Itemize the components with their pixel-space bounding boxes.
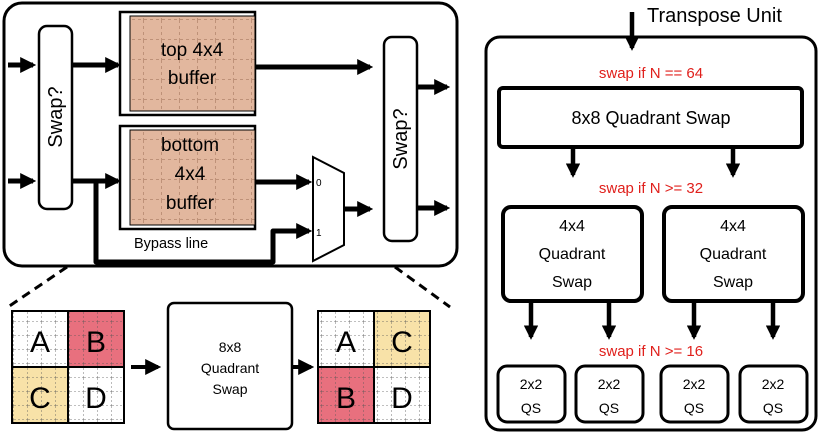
transpose-unit-title: Transpose Unit: [647, 5, 782, 27]
qs2-3-label-1: 2x2: [683, 376, 706, 392]
bottom-buffer: bottom 4x4 buffer: [118, 124, 257, 231]
qs2-4-label-1: 2x2: [762, 376, 785, 392]
bypass-label: Bypass line: [134, 236, 208, 252]
quadrant-swap-label-2: Quadrant: [201, 360, 259, 376]
input-quadrant-c: C: [29, 382, 51, 415]
qs2-2-label-2: QS: [599, 400, 619, 416]
output-matrix: A C B D: [317, 310, 431, 424]
swap-left-block: Swap?: [37, 24, 74, 211]
top-buffer: top 4x4 buffer: [118, 10, 257, 117]
output-quadrant-d: D: [391, 382, 413, 415]
quadrant-swap-label-3: Swap: [212, 381, 247, 397]
qs4-left-label-2: Quadrant: [539, 246, 606, 263]
input-quadrant-d: D: [85, 382, 107, 415]
bypass-line: [93, 181, 313, 265]
qs2-1-label-2: QS: [521, 400, 541, 416]
qs4-left-label-1: 4x4: [559, 218, 585, 235]
mux-input-0-label: 0: [316, 178, 322, 189]
zoom-line-right: [394, 265, 451, 309]
quadrant-swap-box: 8x8 Quadrant Swap: [166, 301, 294, 431]
transpose-unit: Transpose Unit swap if N == 64 8x8 Quadr…: [484, 5, 818, 432]
input-matrix: A B C D: [11, 310, 125, 424]
top-buffer-label-1: top 4x4: [161, 40, 224, 61]
qs4-right-label-1: 4x4: [720, 218, 746, 235]
top-buffer-label-2: buffer: [168, 68, 217, 89]
bottom-buffer-label-2: 4x4: [175, 164, 206, 185]
output-quadrant-a: A: [336, 326, 356, 359]
qs2-2-label-1: 2x2: [598, 376, 621, 392]
qs2-box-3: 2x2 QS: [659, 364, 730, 424]
condition-32: swap if N >= 32: [599, 180, 703, 197]
qs2-3-label-2: QS: [684, 400, 704, 416]
qs2-4-label-2: QS: [763, 400, 783, 416]
zoom-line-left: [7, 265, 68, 309]
input-quadrant-a: A: [30, 326, 50, 359]
qs2-box-4: 2x2 QS: [738, 364, 809, 424]
transpose-unit-frame: [484, 35, 818, 432]
quadrant-swap-8x8: 8x8 Quadrant Swap: [497, 86, 804, 149]
condition-16: swap if N >= 16: [599, 343, 703, 360]
input-quadrant-b: B: [86, 326, 106, 359]
condition-64: swap if N == 64: [599, 65, 703, 82]
quadrant-swap-label-1: 8x8: [219, 339, 242, 355]
bottom-buffer-label-1: bottom: [161, 135, 219, 156]
quadrant-swap-8x8-label: 8x8 Quadrant Swap: [571, 108, 730, 128]
qs4-left-label-3: Swap: [552, 274, 592, 291]
bottom-buffer-label-3: buffer: [166, 193, 215, 214]
quadrant-swap-4x4-left: 4x4 Quadrant Swap: [501, 205, 644, 303]
qs2-box-2: 2x2 QS: [574, 364, 645, 424]
swap-right-block: Swap?: [382, 35, 419, 243]
quadrant-swap-4x4-right: 4x4 Quadrant Swap: [662, 205, 805, 303]
qs2-box-1: 2x2 QS: [496, 364, 567, 424]
output-quadrant-b: B: [336, 382, 356, 415]
qs2-1-label-1: 2x2: [520, 376, 543, 392]
mux: 0 1: [312, 155, 345, 263]
detail-panel: Swap? top 4x4 buffer bottom 4x4 buffer: [2, 1, 459, 268]
qs4-right-label-3: Swap: [713, 274, 753, 291]
swap-right-label: Swap?: [390, 108, 412, 169]
quadrant-example: A B C D 8x8 Quadrant Swap A C B D: [11, 301, 431, 431]
output-quadrant-c: C: [391, 326, 413, 359]
qs4-right-label-2: Quadrant: [700, 246, 767, 263]
mux-input-1-label: 1: [316, 228, 322, 239]
swap-left-label: Swap?: [45, 86, 67, 147]
